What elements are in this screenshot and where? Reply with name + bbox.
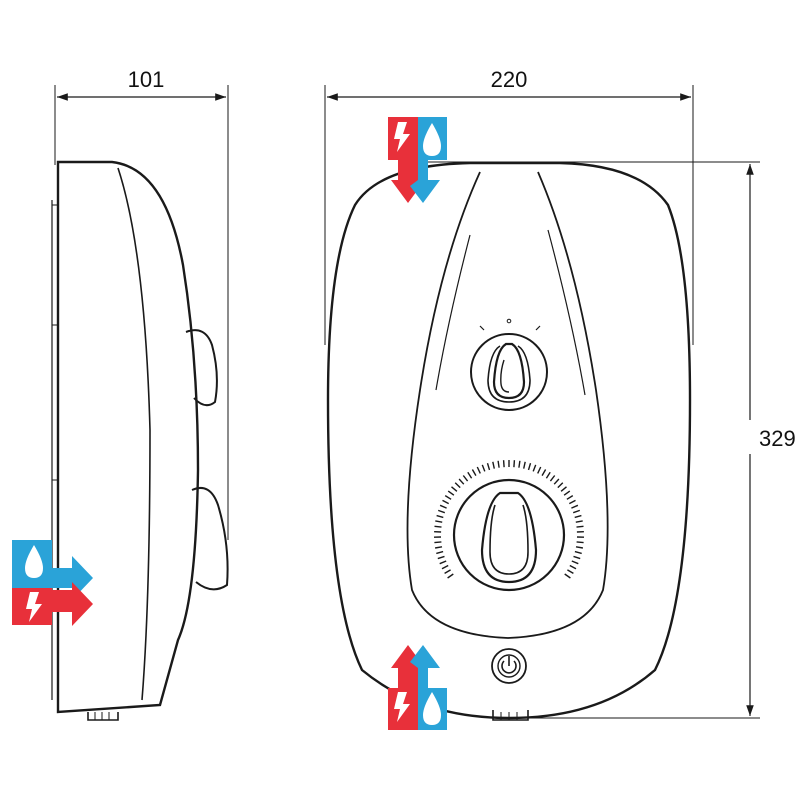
water-drop-icon xyxy=(25,545,43,578)
dial-tick xyxy=(574,550,582,555)
dial-tick xyxy=(437,555,445,560)
dial-tick xyxy=(481,464,486,472)
dial-tick xyxy=(451,486,458,492)
dial-tick xyxy=(502,460,505,468)
dial-tick xyxy=(566,495,574,500)
power-dial[interactable] xyxy=(433,460,585,592)
dial-tick xyxy=(439,560,447,565)
electric-bolt-icon xyxy=(394,122,410,152)
dial-tick xyxy=(442,499,450,505)
dial-tick xyxy=(467,471,473,479)
dial-tick xyxy=(576,525,584,528)
dial-tick xyxy=(447,573,454,579)
control-panel-outline xyxy=(406,171,609,639)
temperature-dial[interactable] xyxy=(470,333,548,411)
dial-tick xyxy=(441,564,449,570)
side-view: 101 xyxy=(51,67,229,721)
dial-tick xyxy=(571,504,579,509)
dial-tick xyxy=(557,482,564,489)
dial-tick xyxy=(437,509,446,514)
dial-tick xyxy=(444,569,451,575)
dial-tick xyxy=(572,509,581,514)
side-body-outline xyxy=(56,160,200,714)
dial-tick xyxy=(567,569,574,575)
dial-indicator-marks xyxy=(479,318,541,331)
side-knob-upper xyxy=(185,329,218,407)
dial-tick xyxy=(553,478,560,485)
dial-tick xyxy=(560,486,567,492)
water-drop-icon xyxy=(423,692,441,725)
dial-tick xyxy=(541,469,547,476)
dial-tick xyxy=(471,469,477,476)
width-dimension-label: 220 xyxy=(491,67,528,92)
dial-tick xyxy=(518,460,521,468)
dial-tick xyxy=(439,504,447,509)
dial-tick xyxy=(513,460,516,468)
dial-tick xyxy=(549,475,556,482)
dial-tick xyxy=(434,525,442,528)
dial-tick xyxy=(434,546,443,549)
dial-tick xyxy=(462,475,469,482)
side-knob-lower xyxy=(191,486,229,591)
dial-tick xyxy=(575,546,584,549)
dial-tick xyxy=(568,499,576,505)
dial-tick xyxy=(532,464,537,472)
dial-tick xyxy=(573,555,581,560)
height-dimension-label: 329 xyxy=(759,426,796,451)
dial-tick xyxy=(564,573,571,579)
side-bottom-fitting xyxy=(87,712,119,721)
dial-tick-ring xyxy=(433,460,585,579)
dial-tick xyxy=(436,514,444,519)
front-view: 220 329 xyxy=(324,67,796,721)
dial-tick xyxy=(576,541,584,544)
dial-tick xyxy=(435,520,443,523)
dial-tick xyxy=(492,461,495,469)
dial-tick xyxy=(454,482,461,489)
dial-tick xyxy=(575,520,583,523)
dial-tick xyxy=(476,466,481,474)
water-drop-icon xyxy=(423,123,441,156)
dial-tick xyxy=(447,490,455,496)
bottom-supply-icon xyxy=(388,645,447,730)
dial-tick xyxy=(527,462,532,471)
dial-tick xyxy=(545,471,551,479)
electric-bolt-icon xyxy=(26,592,42,622)
dial-tick xyxy=(571,560,579,565)
power-button-icon xyxy=(501,656,517,674)
dial-tick xyxy=(563,490,571,496)
dial-tick xyxy=(436,550,444,555)
dial-tick xyxy=(569,564,577,570)
dial-tick xyxy=(497,460,500,468)
front-bottom-fitting xyxy=(492,710,529,721)
depth-dimension-label: 101 xyxy=(128,67,165,92)
dial-tick xyxy=(434,541,442,544)
top-supply-icon xyxy=(388,117,447,203)
dial-tick xyxy=(444,495,452,500)
power-button[interactable] xyxy=(491,648,527,684)
dial-tick xyxy=(486,462,491,471)
dial-tick xyxy=(523,461,526,469)
side-supply-icon xyxy=(12,540,93,626)
front-body-outline xyxy=(326,161,692,720)
dial-tick xyxy=(574,514,582,519)
dial-tick xyxy=(537,466,542,474)
dial-tick xyxy=(458,478,465,485)
electric-bolt-icon xyxy=(394,692,410,722)
